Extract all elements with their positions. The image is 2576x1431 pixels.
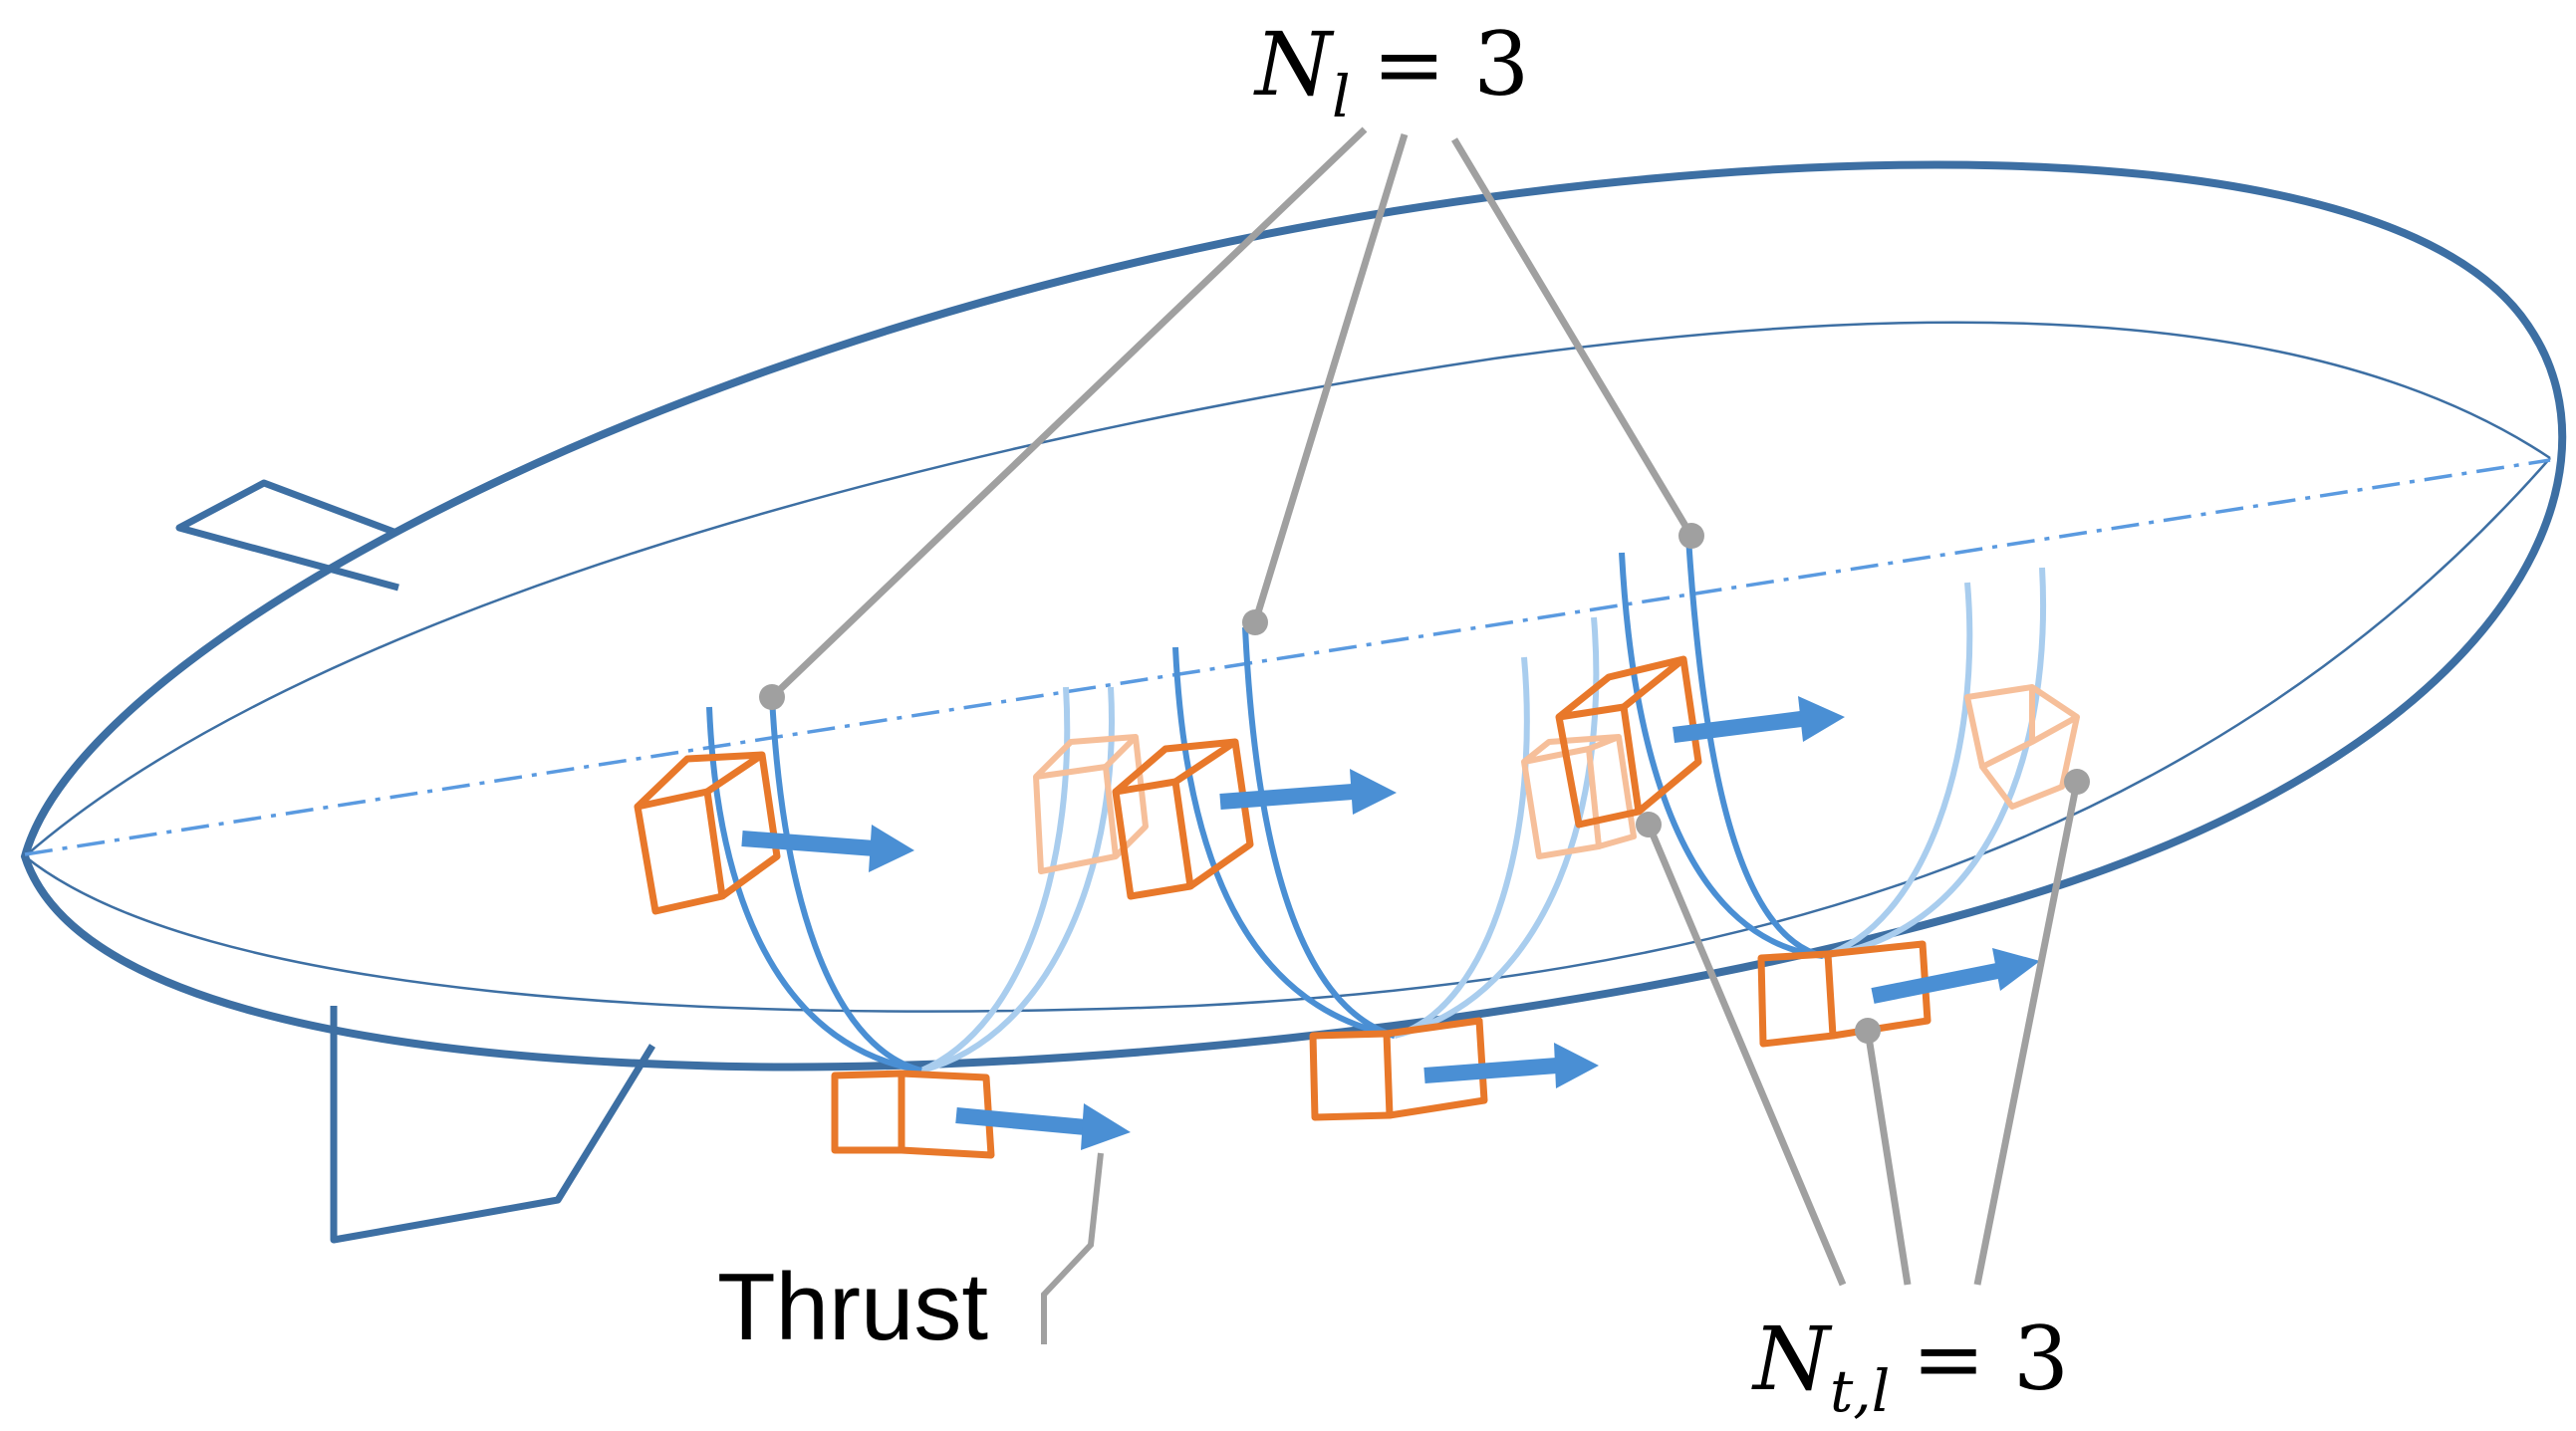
lower-tail-fin [330,1006,655,1244]
ring-count-leaders [769,126,1695,700]
ring-2-far-strand-b [1394,616,1600,1039]
ring-1-far-strand-a [919,686,1071,1073]
ring-3-far-strand-a [1822,582,1973,959]
ring-count-leader-2 [1251,132,1409,624]
thrusters-per-ring-subscript: t,l [1830,1357,1890,1425]
ring-2-near-strand-a [1172,646,1396,1039]
ring-1-far-thruster [1033,734,1149,874]
ring-3-near-strand-a [1619,552,1824,959]
thrust-label: Thrust [717,1254,988,1360]
ring-1-leader-dot [759,684,785,710]
ring-1-upper-thrust-arrowhead [869,825,914,872]
ring-count-subscript: l [1332,63,1351,130]
ring-3-bottom-thrust-arrow [1871,963,1999,1004]
hull-lower-contour [24,457,2551,1013]
ring-3-far-thruster [1964,684,2080,810]
thruster-leader-2 [1864,1030,1912,1286]
airship-hull [20,160,2567,1072]
ring-2-bottom-thrust-arrowhead [1554,1043,1599,1088]
thruster-leader-3 [1973,781,2081,1286]
ring-3-near-strand-b [1685,537,1824,959]
ring-1-bottom-thrust-arrowhead [1081,1103,1131,1150]
ring-count-label: Nl = 3 [1253,13,1529,130]
ring-2-leader-dot [1242,609,1268,635]
ring-2-far-strand-a [1394,656,1530,1039]
ring-count-symbol: N [1253,13,1335,116]
hull-center-axis [24,458,2551,856]
ring-1-near-strand-a [706,706,922,1073]
ring-2-upper-thrust-arrowhead [1350,769,1397,815]
thruster-ring-2 [1112,616,1637,1121]
thruster-ring-3 [1555,537,2080,1048]
upper-tail-fin [175,479,399,592]
ring-3-upper-thruster [1555,655,1702,829]
ring-3-upper-thrust-arrow [1673,711,1802,743]
thruster-2-leader-dot [1855,1018,1881,1044]
thrust-leader [1041,1152,1104,1344]
ring-2-upper-thruster [1112,738,1254,900]
ring-3-leader-dot [1678,523,1704,549]
ring-1-bottom-thrust-arrow [955,1107,1087,1135]
ring-2-upper-thrust-arrow [1219,784,1354,810]
hull-upper-contour [24,321,2551,857]
ring-count-value: = 3 [1373,13,1530,116]
thrusters-per-ring-value: = 3 [1912,1308,2069,1410]
ring-2-bottom-thruster [1309,1017,1488,1121]
thrusters-per-ring-leaders [1645,781,2081,1287]
ring-count-leader-3 [1450,137,1695,538]
thruster-1-leader-dot [1636,812,1662,837]
thruster-ring-1 [634,686,1149,1159]
ring-1-upper-thruster [634,751,781,915]
ring-3-upper-thrust-arrowhead [1798,696,1845,742]
ring-1-near-strand-b [769,696,922,1073]
thruster-leader-1 [1645,823,1847,1287]
ring-3-bottom-thrust-arrowhead [1992,948,2040,991]
thruster-3-leader-dot [2064,769,2090,795]
ring-2-bottom-thrust-arrow [1423,1058,1558,1083]
thrusters-per-ring-symbol: N [1751,1308,1833,1410]
ring-2-near-strand-b [1242,626,1396,1039]
ring-2-far-thruster [1521,734,1637,859]
ring-1-far-strand-b [920,686,1115,1073]
ring-count-leader-1 [769,126,1368,700]
ring-3-far-strand-b [1822,567,2047,959]
thrusters-per-ring-label: Nt,l = 3 [1751,1308,2069,1425]
ring-1-upper-thrust-arrow [741,831,876,856]
